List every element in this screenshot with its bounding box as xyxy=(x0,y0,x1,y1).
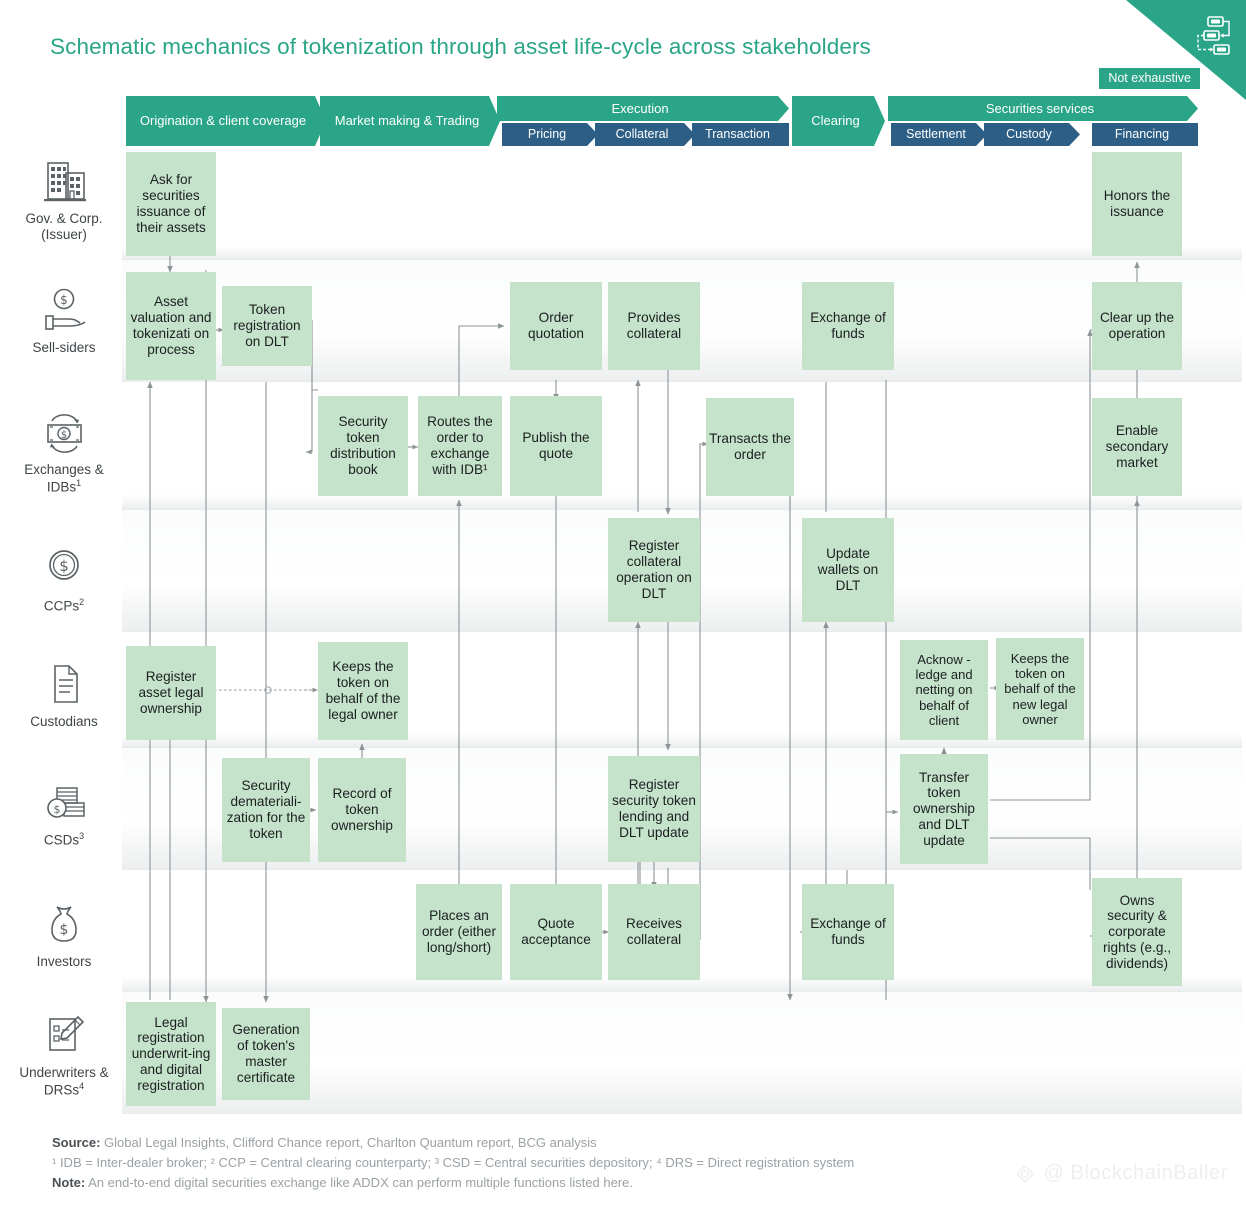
diamond-logo-icon xyxy=(1016,1164,1035,1183)
stakeholder-footnote-marker: 1 xyxy=(76,478,82,489)
stakeholder-footnote-marker: 4 xyxy=(79,1081,85,1092)
footer-note-text: An end-to-end digital securities exchang… xyxy=(88,1175,633,1191)
footer-source-line: Source: Global Legal Insights, Clifford … xyxy=(52,1133,1132,1153)
header-securities-financing[interactable]: Financing xyxy=(1092,123,1198,146)
process-box[interactable]: Token registration on DLT xyxy=(222,286,312,366)
process-box[interactable]: Generation of token's master certificate xyxy=(222,1008,310,1100)
process-box[interactable]: Security token distribution book xyxy=(318,396,408,496)
stakeholder-label-text: Sell-siders xyxy=(32,340,96,356)
stakeholder-label-text: Custodians xyxy=(30,714,98,730)
money-bag-icon: $ xyxy=(51,906,77,942)
stakeholder-label: CSDs3 xyxy=(44,831,84,848)
svg-text:$: $ xyxy=(59,557,69,575)
stakeholder-label-text: Investors xyxy=(36,954,92,970)
header-clearing[interactable]: Clearing xyxy=(792,96,885,146)
process-box[interactable]: Clear up the operation xyxy=(1092,282,1182,370)
stakeholder-gov-corp[interactable]: Gov. & Corp. (Issuer) xyxy=(8,142,120,258)
svg-text:$: $ xyxy=(60,922,69,938)
process-box[interactable]: Exchange of funds xyxy=(802,282,894,370)
process-box[interactable]: Provides collateral xyxy=(608,282,700,370)
footer: Source: Global Legal Insights, Clifford … xyxy=(52,1133,1132,1193)
footer-source-label: Source: xyxy=(52,1135,101,1150)
process-box[interactable]: Register asset legal ownership xyxy=(126,646,216,740)
header-securities-settlement[interactable]: Settlement xyxy=(891,123,987,146)
stakeholder-label-text: Exchanges & IDBs xyxy=(24,462,104,495)
stakeholder-label-text: Gov. & Corp. (Issuer) xyxy=(25,211,103,242)
stakeholder-label: Gov. & Corp. (Issuer) xyxy=(8,211,120,243)
process-box[interactable]: Order quotation xyxy=(510,282,602,370)
footer-note-label: Note: xyxy=(52,1175,86,1191)
banknote-exchange-icon: $ xyxy=(47,414,82,454)
stakeholder-sell-siders[interactable]: $ Sell-siders xyxy=(8,266,120,376)
header-execution-pricing[interactable]: Pricing xyxy=(502,123,598,146)
stakeholder-label: Custodians xyxy=(30,714,98,730)
row-band-exchanges xyxy=(122,382,1242,510)
stakeholder-custodians[interactable]: Custodians xyxy=(8,640,120,750)
header-securities-services[interactable]: Securities services xyxy=(888,96,1198,121)
process-box[interactable]: Places an order (either long/short) xyxy=(416,884,502,980)
stakeholder-investors[interactable]: $ Investors xyxy=(8,880,120,990)
stakeholder-label: Investors xyxy=(37,954,92,970)
document-icon xyxy=(54,665,78,703)
process-box[interactable]: Publish the quote xyxy=(510,396,602,496)
header-market-making[interactable]: Market making & Trading xyxy=(320,96,500,146)
process-box[interactable]: Record of token ownership xyxy=(318,758,406,862)
row-band-issuer xyxy=(122,148,1242,260)
process-box[interactable]: Transacts the order xyxy=(706,398,794,496)
not-exhaustive-badge: Not exhaustive xyxy=(1099,68,1200,89)
watermark-text: @ BlockchainBaller xyxy=(1043,1162,1228,1184)
process-box[interactable]: Ask for securities issuance of their ass… xyxy=(126,152,216,256)
svg-text:$: $ xyxy=(61,430,67,441)
stakeholder-label: Underwriters & DRSs4 xyxy=(8,1065,120,1098)
header-execution[interactable]: Execution xyxy=(497,96,789,121)
footer-note-line: Note: An end-to-end digital securities e… xyxy=(52,1173,1132,1193)
flowchart-icon xyxy=(1197,16,1230,55)
checklist-pencil-icon xyxy=(49,1016,85,1052)
svg-text:$: $ xyxy=(60,293,68,307)
header-execution-transaction[interactable]: Transaction xyxy=(692,123,789,146)
process-box[interactable]: Transfer token ownership and DLT update xyxy=(900,754,988,864)
process-box[interactable]: Register collateral operation on DLT xyxy=(608,518,700,622)
process-box[interactable]: Keeps the token on behalf of the new leg… xyxy=(996,638,1084,740)
process-box[interactable]: Legal registration underwrit-ing and dig… xyxy=(126,1002,216,1106)
process-box[interactable]: Keeps the token on behalf of the legal o… xyxy=(318,642,408,740)
process-box[interactable]: Asset valuation and tokenizati on proces… xyxy=(126,272,216,380)
stakeholder-label-text: Underwriters & DRSs xyxy=(19,1065,109,1098)
stakeholder-label: CCPs2 xyxy=(44,597,84,614)
process-box[interactable]: Routes the order to exchange with IDB¹ xyxy=(418,396,502,496)
stakeholder-label: Sell-siders xyxy=(32,340,95,356)
stakeholder-label-text: CSDs xyxy=(43,832,80,848)
stakeholder-footnote-marker: 3 xyxy=(79,831,85,842)
footer-footnotes: ¹ IDB = Inter-dealer broker; ² CCP = Cen… xyxy=(52,1155,855,1171)
stakeholder-csds[interactable]: $ CSDs3 xyxy=(8,758,120,868)
header-execution-collateral[interactable]: Collateral xyxy=(595,123,695,146)
stakeholder-exchanges-idbs[interactable]: $ Exchanges & IDBs1 xyxy=(8,394,120,510)
process-box[interactable]: Enable secondary market xyxy=(1092,398,1182,496)
footer-source-text: Global Legal Insights, Clifford Chance r… xyxy=(104,1135,597,1150)
stakeholder-ccps[interactable]: $ CCPs2 xyxy=(8,524,120,634)
hand-dollar-icon: $ xyxy=(45,288,86,330)
page-title: Schematic mechanics of tokenization thro… xyxy=(50,34,871,59)
coin-stack-icon: $ xyxy=(47,787,85,819)
header-origination[interactable]: Origination & client coverage xyxy=(126,96,326,146)
svg-text:$: $ xyxy=(54,803,61,816)
process-box[interactable]: Honors the issuance xyxy=(1092,152,1182,256)
coin-dollar-icon: $ xyxy=(49,550,79,581)
process-box[interactable]: Register security token lending and DLT … xyxy=(608,756,700,862)
buildings-icon xyxy=(44,162,86,202)
process-box[interactable]: Owns security & corporate rights (e.g., … xyxy=(1092,878,1182,986)
stakeholder-label: Exchanges & IDBs1 xyxy=(8,462,120,495)
process-box[interactable]: Security demateriali-zation for the toke… xyxy=(222,758,310,862)
process-box[interactable]: Quote acceptance xyxy=(510,884,602,980)
header-securities-custody[interactable]: Custody xyxy=(984,123,1080,146)
process-box[interactable]: Receives collateral xyxy=(608,884,700,980)
watermark: @ BlockchainBaller xyxy=(1014,1162,1228,1185)
process-box[interactable]: Acknow -ledge and netting on behalf of c… xyxy=(900,640,988,740)
process-box[interactable]: Update wallets on DLT xyxy=(802,518,894,622)
stakeholder-label-text: CCPs xyxy=(43,598,80,614)
stakeholder-underwriters-drss[interactable]: Underwriters & DRSs4 xyxy=(8,1000,120,1110)
process-box[interactable]: Exchange of funds xyxy=(802,884,894,980)
stakeholder-footnote-marker: 2 xyxy=(79,597,85,608)
